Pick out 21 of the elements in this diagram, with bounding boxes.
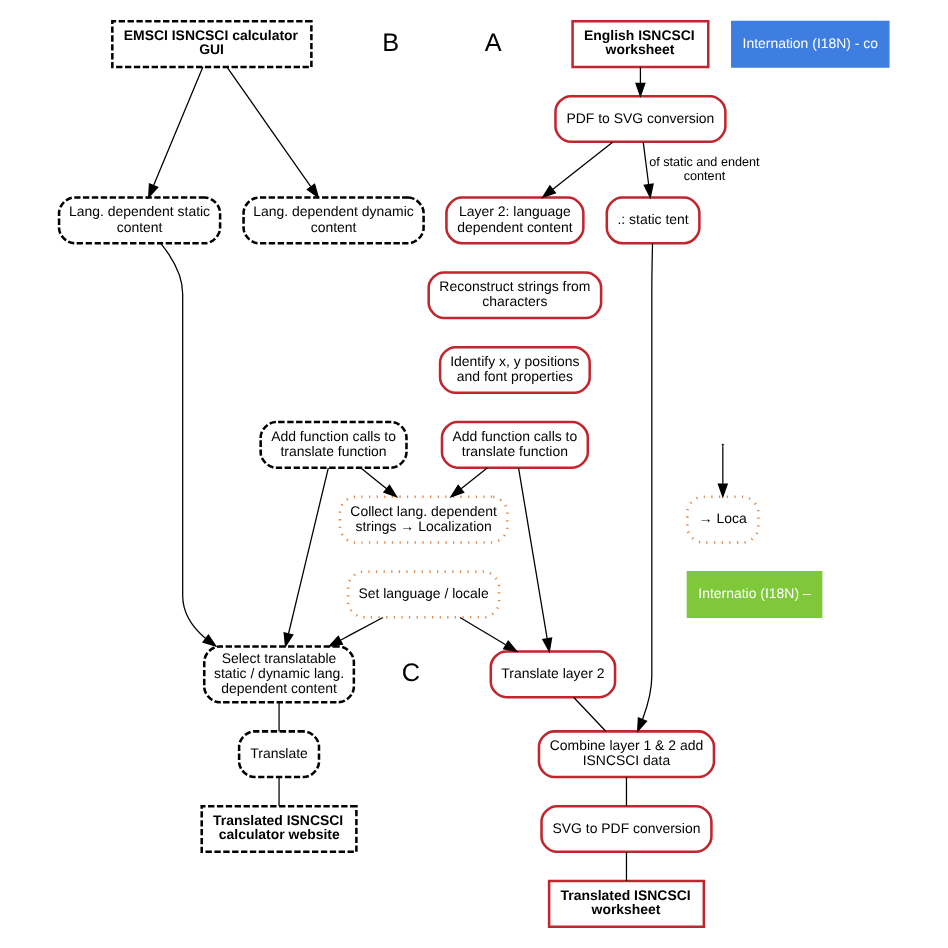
arrow xyxy=(717,445,729,499)
connector xyxy=(278,776,280,807)
arrow xyxy=(636,242,654,733)
connector xyxy=(278,702,280,733)
label: C xyxy=(401,658,421,687)
arrow xyxy=(541,141,614,199)
label: B xyxy=(382,28,400,57)
connector xyxy=(625,851,628,882)
arrow xyxy=(160,243,218,648)
connector xyxy=(573,696,607,732)
arrow xyxy=(517,467,553,654)
arrow xyxy=(147,66,204,199)
arrow xyxy=(226,66,320,199)
arrow xyxy=(359,467,399,498)
arrow xyxy=(642,141,654,200)
arrow xyxy=(459,616,519,653)
label: A xyxy=(484,28,502,57)
connector xyxy=(625,776,628,807)
arrow xyxy=(283,467,329,648)
arrow xyxy=(327,616,384,648)
arrow xyxy=(449,467,489,498)
